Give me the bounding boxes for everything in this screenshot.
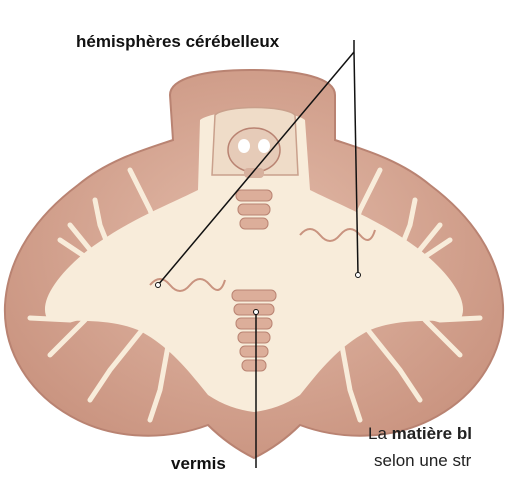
aqueduct	[244, 168, 264, 178]
caption-bold: matière bl	[392, 424, 472, 443]
vermis-label: vermis	[171, 454, 226, 474]
hemispheres-label: hémisphères cérébelleux	[76, 32, 279, 52]
caption-prefix: La	[368, 424, 392, 443]
ventricle-right	[258, 139, 270, 153]
caption-line-2: selon une str	[374, 451, 471, 471]
caption-line-1: La matière bl	[368, 424, 472, 444]
ventricle-left	[238, 139, 250, 153]
